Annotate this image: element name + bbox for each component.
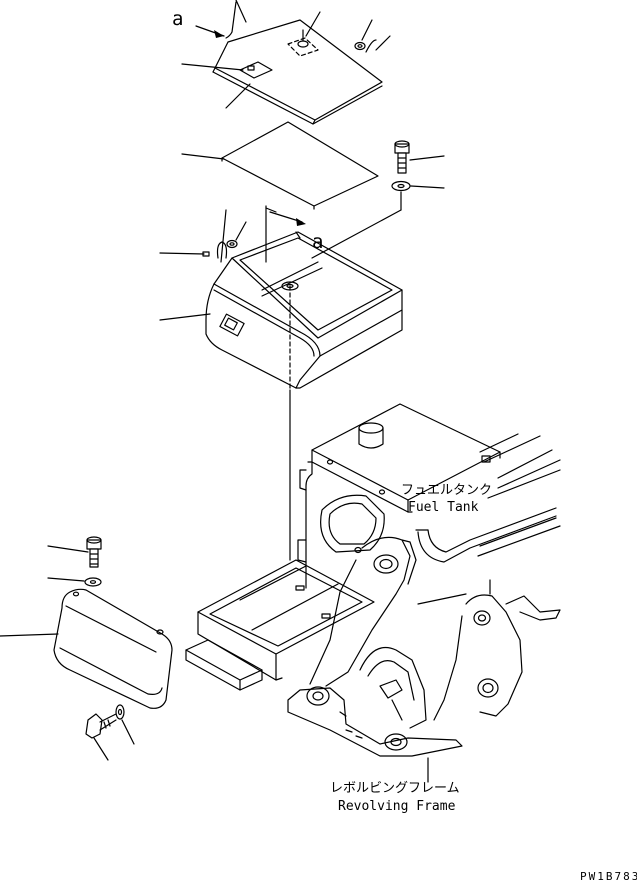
fuel-tank-jp-label: フュエルタンク bbox=[401, 483, 492, 498]
reference-arrow-a-top bbox=[195, 1, 237, 39]
tool-box bbox=[205, 205, 403, 389]
washer-bottom-icon bbox=[115, 704, 135, 745]
fuel-tank bbox=[297, 403, 561, 589]
bolt-bottom-icon bbox=[85, 713, 117, 761]
washer-top-icon bbox=[354, 19, 391, 53]
washer-right-icon bbox=[311, 180, 445, 259]
drawing-code: PW1B783 bbox=[580, 870, 637, 883]
reference-arrow-a-mid bbox=[269, 211, 306, 226]
revolving-frame-en-label: Revolving Frame bbox=[338, 799, 456, 814]
washer-left-icon bbox=[47, 577, 102, 587]
top-cover bbox=[212, 19, 383, 125]
ref-a-top-label: a bbox=[172, 8, 183, 30]
box-fastener-icons bbox=[159, 209, 247, 321]
gasket bbox=[181, 121, 379, 210]
bolt-right-icon bbox=[394, 140, 445, 174]
side-cover bbox=[0, 588, 173, 709]
revolving-frame-jp-label: レボルビングフレーム bbox=[330, 781, 460, 796]
fuel-tank-en-label: Fuel Tank bbox=[408, 500, 479, 515]
bolt-left-icon bbox=[47, 536, 102, 568]
revolving-frame bbox=[185, 536, 561, 783]
fuel-pipes bbox=[415, 507, 561, 563]
ref-a-mid-label: a bbox=[312, 231, 323, 253]
leader-lines-top bbox=[181, 0, 321, 109]
